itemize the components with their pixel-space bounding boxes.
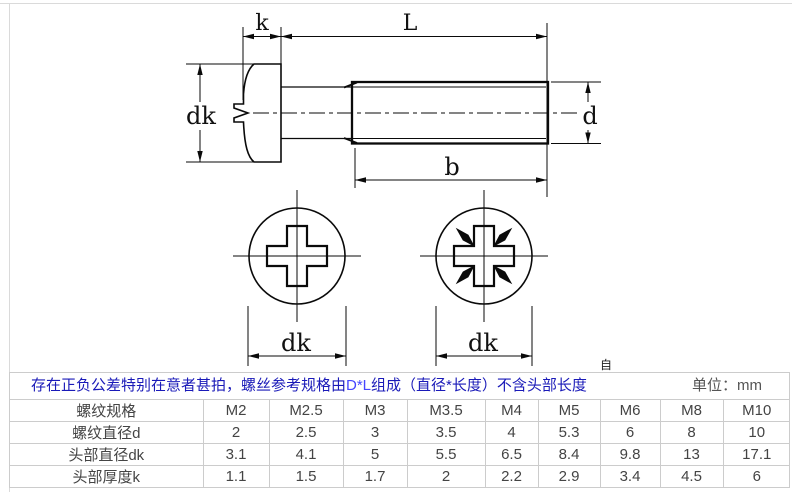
dimension-arrowheads <box>197 33 591 359</box>
label-b: b <box>444 153 459 181</box>
row-label-cell: 螺纹直径d <box>10 421 203 444</box>
note-highlight: D*L <box>346 377 372 394</box>
header-cell: M6 <box>599 399 660 422</box>
spec-cell: 4 <box>484 421 538 444</box>
unit-label: 单位：mm <box>692 377 762 394</box>
spec-cell: 9.8 <box>599 443 660 466</box>
table-row: 螺纹直径d 2 2.5 3 3.5 4 5.3 6 8 10 <box>10 421 790 444</box>
spec-cell: 1.5 <box>268 465 343 487</box>
spec-cell: 10 <box>722 421 790 444</box>
spec-cell: 2.5 <box>268 421 343 444</box>
header-cell: 螺纹规格 <box>10 399 203 422</box>
stray-character: 自 <box>600 358 612 372</box>
header-cell: M2 <box>202 399 269 422</box>
table-header-row: 螺纹规格 M2 M2.5 M3 M3.5 M4 M5 M6 M8 M10 <box>10 399 790 422</box>
table-row: 头部厚度k 1.1 1.5 1.7 2 2.2 2.9 3.4 4.5 6 <box>10 465 790 487</box>
header-cell: M10 <box>722 399 790 422</box>
spec-cell: 3 <box>342 421 407 444</box>
spec-table-section: 存在正负公差特别在意者甚拍，螺丝参考规格由D*L组成（直径*长度）不含头部长度 … <box>9 372 790 488</box>
spec-cell: 2.2 <box>484 465 538 487</box>
spec-cell: 3.5 <box>406 421 485 444</box>
pozi-head-view <box>420 190 548 322</box>
spec-cell: 3.4 <box>599 465 660 487</box>
screw-technical-diagram: k L dk d b dk dk 自 <box>186 11 612 372</box>
pozi-wedges <box>455 227 513 285</box>
spec-cell: 17.1 <box>722 443 790 466</box>
spec-cell: 2.9 <box>537 465 600 487</box>
header-cell: M5 <box>537 399 600 422</box>
spec-cell: 1.7 <box>342 465 407 487</box>
label-L: L <box>403 11 418 36</box>
tolerance-note: 存在正负公差特别在意者甚拍，螺丝参考规格由D*L组成（直径*长度）不含头部长度 <box>10 373 587 399</box>
page-left-border <box>9 3 10 492</box>
spec-cell: 5.3 <box>537 421 600 444</box>
row-label-cell: 头部直径dk <box>10 443 203 466</box>
spec-cell: 5.5 <box>406 443 485 466</box>
spec-cell: 8.4 <box>537 443 600 466</box>
spec-cell: 2 <box>202 421 269 444</box>
label-d: d <box>582 102 597 130</box>
spec-cell: 1.1 <box>202 465 269 487</box>
table-row: 头部直径dk 3.1 4.1 5 5.5 6.5 8.4 9.8 13 17.1 <box>10 443 790 466</box>
header-cell: M3 <box>342 399 407 422</box>
label-dk-side: dk <box>186 102 216 130</box>
tolerance-note-row: 存在正负公差特别在意者甚拍，螺丝参考规格由D*L组成（直径*长度）不含头部长度 … <box>10 373 789 399</box>
note-prefix: 存在正负公差特别在意者甚拍，螺丝参考规格由 <box>31 377 347 394</box>
spec-cell: 4.5 <box>659 465 723 487</box>
spec-cell: 8 <box>659 421 723 444</box>
spec-cell: 6 <box>722 465 790 487</box>
label-dk-pozi: dk <box>468 329 498 357</box>
header-cell: M2.5 <box>268 399 343 422</box>
row-label-cell: 头部厚度k <box>10 465 203 487</box>
header-cell: M8 <box>659 399 723 422</box>
spec-cell: 13 <box>659 443 723 466</box>
page-top-border <box>0 3 792 4</box>
spec-cell: 3.1 <box>202 443 269 466</box>
spec-cell: 2 <box>406 465 485 487</box>
spec-cell: 4.1 <box>268 443 343 466</box>
spec-cell: 6.5 <box>484 443 538 466</box>
screw-side-view <box>233 63 578 163</box>
label-k: k <box>255 11 269 36</box>
note-suffix: 组成（直径*长度）不含头部长度 <box>371 377 587 394</box>
label-dk-phillips: dk <box>281 329 311 357</box>
spec-cell: 6 <box>599 421 660 444</box>
header-cell: M4 <box>484 399 538 422</box>
spec-cell: 5 <box>342 443 407 466</box>
screw-spec-table: 螺纹规格 M2 M2.5 M3 M3.5 M4 M5 M6 M8 M10 螺纹直… <box>10 399 790 487</box>
phillips-head-view <box>233 190 361 322</box>
header-cell: M3.5 <box>406 399 485 422</box>
